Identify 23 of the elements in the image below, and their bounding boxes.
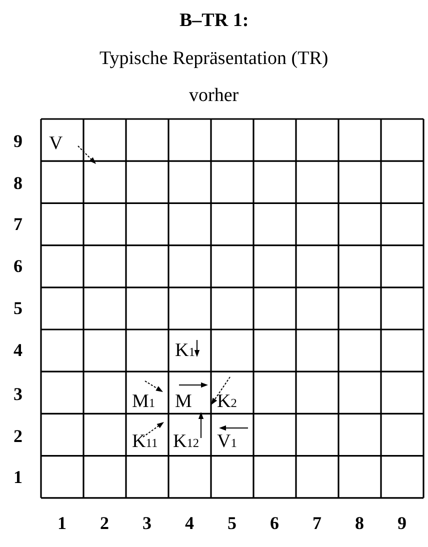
axis-number: 5 (14, 299, 22, 317)
axis-number: 9 (14, 132, 22, 150)
axis-number: 3 (142, 514, 152, 532)
axis-number: 1 (58, 514, 66, 532)
axis-number: 2 (100, 514, 109, 532)
axis-number: 2 (14, 427, 22, 445)
axis-number: 7 (312, 514, 322, 532)
subtitle: Typische Repräsentation (TR) (100, 48, 328, 68)
subtitle: vorher (189, 86, 239, 104)
axis-number: 8 (355, 514, 364, 532)
axis-number: 4 (185, 514, 194, 532)
axis-number: 9 (398, 514, 406, 532)
axis-number: 4 (14, 341, 22, 359)
axis-number: 8 (14, 174, 22, 192)
axis-number: 7 (14, 215, 22, 233)
cell-label: V (49, 134, 63, 152)
axis-number: 1 (14, 468, 22, 486)
cell-label: M (175, 392, 192, 410)
axis-number: 6 (14, 257, 22, 275)
axis-number: 3 (14, 385, 22, 403)
axis-number: 6 (270, 514, 279, 532)
title: B–TR 1: (180, 10, 249, 30)
axis-number: 5 (228, 514, 236, 532)
